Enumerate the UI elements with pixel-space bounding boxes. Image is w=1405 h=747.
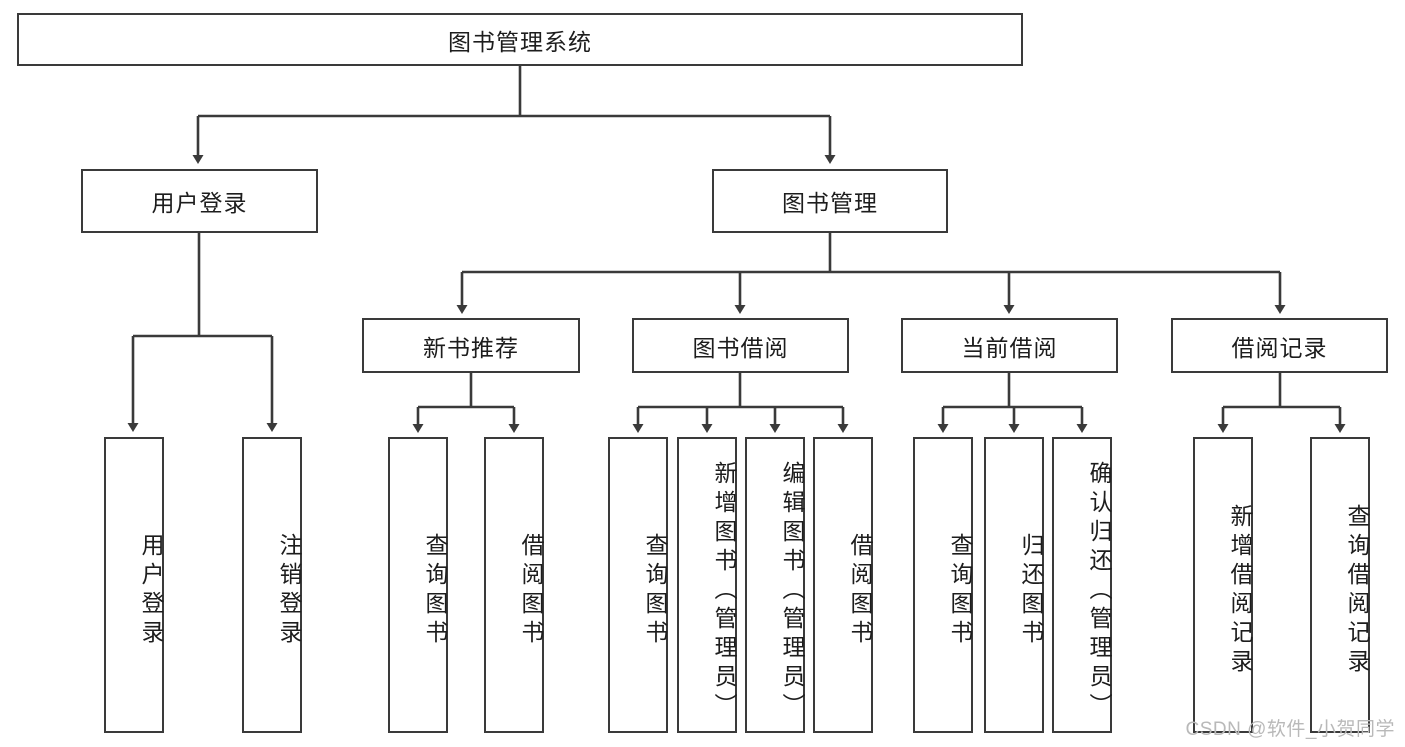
leaf-query-record-label: 查询借阅记录 <box>1344 504 1370 678</box>
leaf-return-book-label: 归还图书 <box>1018 533 1044 649</box>
leaf-user-login-label: 用户登录 <box>138 533 164 649</box>
leaf-query-book-1-label: 查询图书 <box>422 533 448 649</box>
leaf-add-book[interactable]: 新增图书（管理员） <box>677 437 737 733</box>
leaf-borrow-book-2-label: 借阅图书 <box>847 533 873 649</box>
leaf-borrow-book-1-label: 借阅图书 <box>518 533 544 649</box>
node-new-book-recommend[interactable]: 新书推荐 <box>362 318 580 373</box>
node-book-borrow[interactable]: 图书借阅 <box>632 318 849 373</box>
leaf-query-record[interactable]: 查询借阅记录 <box>1310 437 1370 733</box>
leaf-user-login[interactable]: 用户登录 <box>104 437 164 733</box>
leaf-query-book-1[interactable]: 查询图书 <box>388 437 448 733</box>
leaf-return-book[interactable]: 归还图书 <box>984 437 1044 733</box>
node-book-manage[interactable]: 图书管理 <box>712 169 948 233</box>
node-book-manage-label: 图书管理 <box>782 190 878 216</box>
node-borrow-record-label: 借阅记录 <box>1231 334 1328 361</box>
leaf-query-book-3-label: 查询图书 <box>947 533 973 649</box>
leaf-add-record-label: 新增借阅记录 <box>1227 504 1253 678</box>
node-new-book-recommend-label: 新书推荐 <box>423 334 519 361</box>
leaf-user-logout-label: 注销登录 <box>276 533 302 649</box>
leaf-confirm-return-label: 确认归还（管理员） <box>1086 460 1112 722</box>
leaf-query-book-3[interactable]: 查询图书 <box>913 437 973 733</box>
leaf-borrow-book-2[interactable]: 借阅图书 <box>813 437 873 733</box>
node-root[interactable]: 图书管理系统 <box>17 13 1023 66</box>
leaf-query-book-2-label: 查询图书 <box>642 533 668 649</box>
node-root-label: 图书管理系统 <box>448 28 592 55</box>
node-book-borrow-label: 图书借阅 <box>692 334 789 361</box>
node-current-borrow[interactable]: 当前借阅 <box>901 318 1118 373</box>
leaf-user-logout[interactable]: 注销登录 <box>242 437 302 733</box>
leaf-confirm-return[interactable]: 确认归还（管理员） <box>1052 437 1112 733</box>
leaf-add-record[interactable]: 新增借阅记录 <box>1193 437 1253 733</box>
node-current-borrow-label: 当前借阅 <box>961 334 1058 361</box>
node-borrow-record[interactable]: 借阅记录 <box>1171 318 1388 373</box>
csdn-watermark: CSDN @软件_小贺同学 <box>1185 719 1395 740</box>
leaf-add-book-label: 新增图书（管理员） <box>711 460 737 722</box>
leaf-borrow-book-1[interactable]: 借阅图书 <box>484 437 544 733</box>
leaf-query-book-2[interactable]: 查询图书 <box>608 437 668 733</box>
node-user-login[interactable]: 用户登录 <box>81 169 318 233</box>
leaf-edit-book-label: 编辑图书（管理员） <box>779 460 805 722</box>
node-user-login-label: 用户登录 <box>151 190 248 216</box>
leaf-edit-book[interactable]: 编辑图书（管理员） <box>745 437 805 733</box>
